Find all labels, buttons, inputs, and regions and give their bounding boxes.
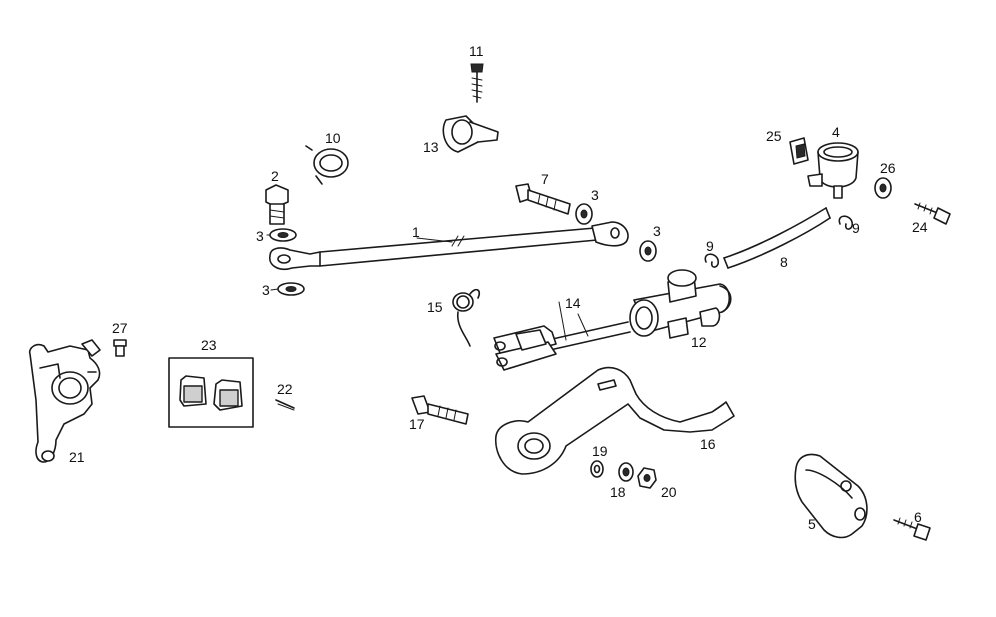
callout-3-lower-left: 3 [262,282,270,298]
nut-part-20 [637,467,657,489]
callout-4: 4 [832,124,840,140]
brake-caliper-part-21 [28,339,101,463]
callout-12: 12 [691,334,707,350]
reservoir-hose-part-8 [723,207,831,269]
callout-3-right: 3 [653,223,661,239]
callout-8: 8 [780,254,788,270]
callout-20: 20 [661,484,677,500]
callout-22: 22 [277,381,293,397]
washer-part-3-upper-left [269,228,297,242]
callout-10: 10 [325,130,341,146]
hose-clip-part-10 [305,145,349,185]
callout-13: 13 [423,139,439,155]
callout-11: 11 [469,43,484,59]
fluid-reservoir-part-4 [807,142,859,199]
brake-pads-part-23 [168,357,254,428]
callout-26: 26 [880,160,896,176]
banjo-bolt-part-2 [265,184,289,225]
pad-pin-part-22 [275,399,295,411]
callout-18: 18 [610,484,626,500]
callout-5: 5 [808,516,816,532]
pushrod-fork-part-14 [493,321,631,371]
callout-9-right: 9 [852,220,860,236]
screw-part-11 [470,63,484,103]
screw-part-6 [893,517,931,541]
callout-9-left: 9 [706,238,714,254]
callout-23: 23 [201,337,217,353]
washer-part-3-right [639,240,657,262]
washer-part-18 [618,462,634,482]
callout-3-middle: 3 [591,187,599,203]
callout-1: 1 [412,224,420,240]
brake-pedal-part-16 [495,366,735,475]
screw-part-24 [914,202,951,225]
leader-lines [266,234,589,341]
washer-part-3-middle [575,203,593,225]
return-spring-part-15 [452,288,481,347]
callout-15: 15 [427,299,443,315]
callout-2: 2 [271,168,279,184]
callout-21: 21 [69,449,85,465]
callout-16: 16 [700,436,716,452]
callout-24: 24 [912,219,928,235]
cover-part-5 [794,453,868,539]
callout-6: 6 [914,509,922,525]
clip-nut-part-25 [789,137,809,165]
washer-part-26 [874,177,892,199]
callout-7: 7 [541,171,549,187]
brake-hose-part-1 [269,221,629,271]
callout-3-upper-left: 3 [256,228,264,244]
callout-27: 27 [112,320,128,336]
bleed-screw-part-27 [113,339,127,357]
callout-25: 25 [766,128,782,144]
clamp-part-13 [442,115,499,153]
hose-clip-part-9-right [838,215,854,230]
bolt-part-7 [515,183,571,215]
washer-part-19 [590,460,604,478]
hose-clip-part-9-left [704,253,720,268]
washer-part-3-lower-left [277,282,305,296]
callout-17: 17 [409,416,425,432]
pivot-bolt-part-17 [411,395,469,425]
master-cylinder-part-12 [629,269,732,339]
callout-19: 19 [592,443,608,459]
callout-14: 14 [565,295,581,311]
